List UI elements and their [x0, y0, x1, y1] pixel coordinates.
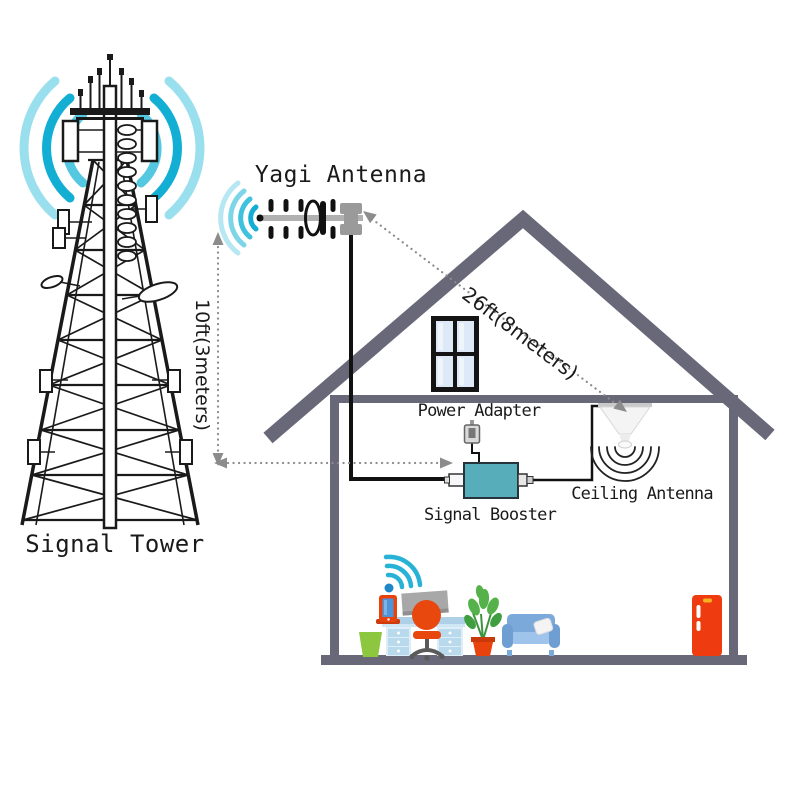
yagi-mast-bracket: [340, 203, 362, 235]
measurement-lines: [216, 217, 618, 465]
wifi-icon: [383, 554, 423, 593]
house-floor: [321, 655, 747, 665]
power-adapter-label: Power Adapter: [417, 401, 541, 421]
power-cable: [471, 443, 480, 463]
smartphone: [376, 595, 400, 624]
sofa-pillow: [533, 617, 554, 635]
refrigerator: [692, 595, 722, 656]
yagi-loop-element: [304, 199, 322, 237]
house-structure: [321, 395, 747, 665]
signal-booster-icon: [444, 462, 534, 499]
signal-tower-label: Signal Tower: [25, 530, 205, 558]
yagi-radio-waves: [218, 180, 259, 256]
office-chair: [409, 600, 445, 661]
yagi-antenna-label: Yagi Antenna: [254, 162, 428, 188]
ceiling-antenna-icon: [590, 403, 660, 482]
diagonal-measure-line: [370, 217, 618, 406]
house-left-wall: [330, 395, 339, 660]
sofa: [502, 614, 560, 656]
signal-booster-label: Signal Booster: [423, 505, 557, 525]
height-measurement-label: 10ft(3meters): [191, 299, 213, 431]
measurement-arrows: [212, 211, 627, 469]
house-ceiling: [330, 395, 738, 403]
potted-plant: [464, 585, 502, 656]
house-right-wall: [729, 395, 738, 660]
ceiling-antenna-label: Ceiling Antenna: [571, 484, 713, 504]
window: [431, 316, 479, 392]
ceiling-antenna-waves: [590, 446, 660, 482]
signal-tower-icon: [20, 54, 200, 530]
yagi-antenna-icon: [256, 199, 363, 239]
trash-bin: [359, 632, 382, 657]
power-adapter-icon: [463, 420, 481, 444]
outdoor-antenna-cable: [349, 214, 449, 481]
